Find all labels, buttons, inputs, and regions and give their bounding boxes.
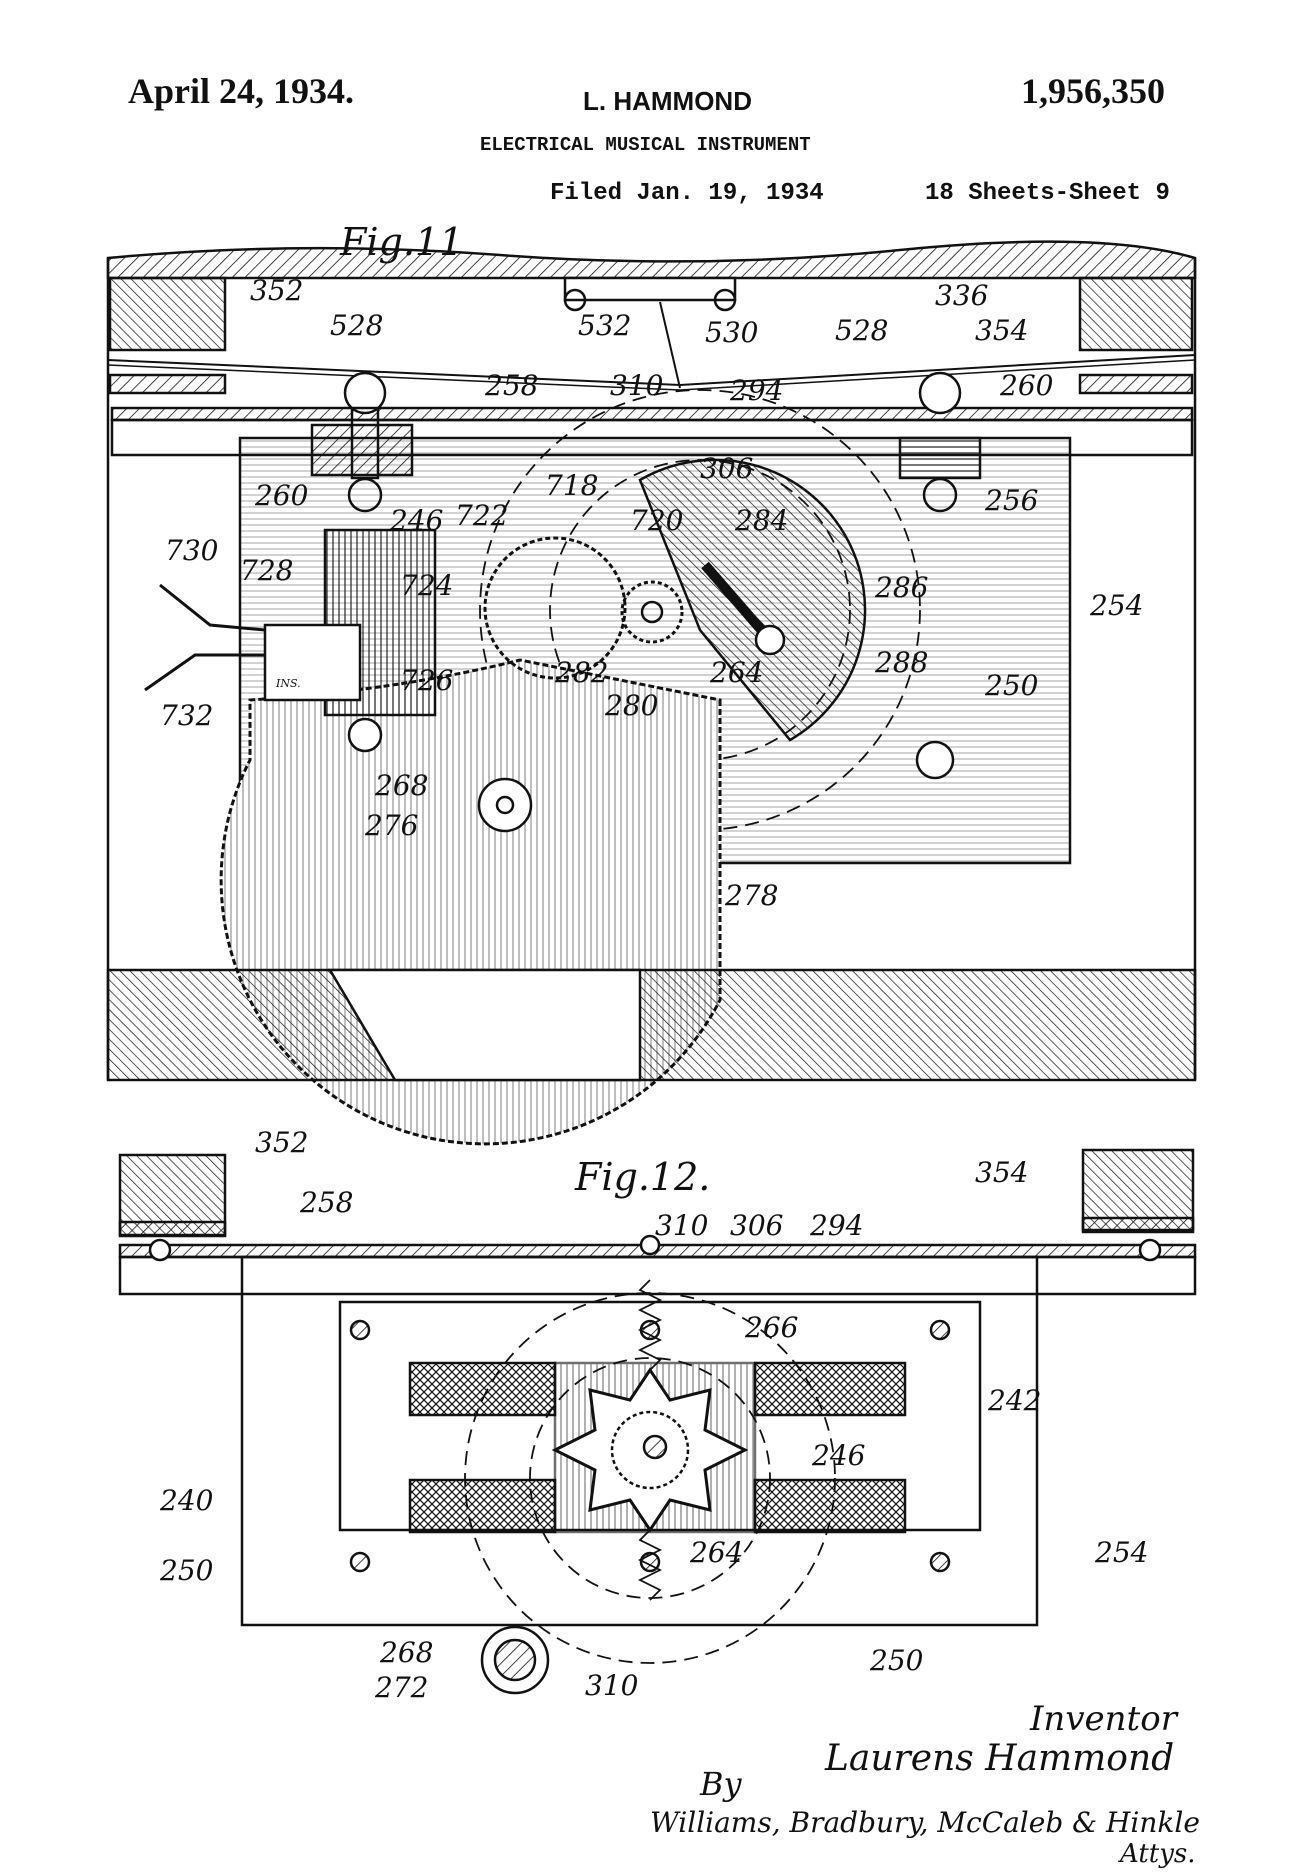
fig12-label: Fig.12.	[574, 1155, 710, 1199]
ref-250: 250	[984, 669, 1038, 702]
ref-250a-f12: 250	[159, 1554, 213, 1587]
ref-264: 264	[709, 656, 763, 689]
ref-268-f12: 268	[379, 1636, 433, 1669]
ref-254: 254	[1089, 589, 1143, 622]
ref-354: 354	[975, 314, 1028, 347]
ref-260a: 260	[254, 479, 308, 512]
ref-306: 306	[700, 452, 753, 485]
by-label: By	[699, 1765, 743, 1803]
plate-258	[112, 408, 1192, 420]
ref-728: 728	[240, 554, 293, 587]
ref-310b-f12: 310	[585, 1669, 638, 1702]
magnet-bl	[410, 1480, 555, 1532]
ref-264-f12: 264	[689, 1536, 743, 1569]
ref-532: 532	[578, 309, 631, 342]
magnet-tl	[410, 1363, 555, 1415]
inventor-signature: Laurens Hammond	[824, 1738, 1174, 1779]
ref-242-f12: 242	[987, 1384, 1041, 1417]
ref-276: 276	[364, 809, 418, 842]
ref-286: 286	[874, 571, 928, 604]
ref-280: 280	[604, 689, 658, 722]
ref-354-f12: 354	[975, 1156, 1028, 1189]
top-frame	[108, 242, 1195, 278]
ref-336: 336	[935, 279, 988, 312]
nut-250	[917, 742, 953, 778]
ref-250b-f12: 250	[869, 1644, 923, 1677]
ref-732: 732	[160, 699, 213, 732]
ins-label: INS.	[275, 677, 301, 690]
insulator-532	[565, 278, 735, 300]
ref-528: 528	[330, 309, 383, 342]
ref-258: 258	[484, 369, 538, 402]
ref-352-f12: 352	[255, 1126, 308, 1159]
ref-256: 256	[984, 484, 1038, 517]
ref-254-f12: 254	[1094, 1536, 1148, 1569]
magnet-br	[755, 1480, 905, 1532]
ref-282: 282	[554, 656, 608, 689]
shaft-268	[479, 779, 531, 831]
ref-268: 268	[374, 769, 428, 802]
block-354	[1080, 278, 1192, 350]
signature-block: Inventor Laurens Hammond By Williams, Br…	[650, 1699, 1200, 1869]
ref-284: 284	[734, 504, 788, 537]
fig11-label: Fig.11	[339, 220, 463, 264]
ref-288: 288	[874, 646, 928, 679]
base	[108, 970, 1195, 1080]
ref-720: 720	[630, 504, 683, 537]
ref-724: 724	[400, 569, 453, 602]
ref-730: 730	[165, 534, 218, 567]
ref-306-f12: 306	[730, 1209, 783, 1242]
ref-246: 246	[389, 504, 443, 537]
ref-528b: 528	[835, 314, 888, 347]
ref-266-f12: 266	[744, 1311, 798, 1344]
ref-310a-f12: 310	[655, 1209, 708, 1242]
ref-722: 722	[455, 499, 508, 532]
ref-310: 310	[610, 369, 663, 402]
ref-246-f12: 246	[811, 1439, 865, 1472]
attorneys-signature: Williams, Bradbury, McCaleb & Hinkle	[650, 1806, 1200, 1839]
ref-260b: 260	[999, 369, 1053, 402]
ref-258-f12: 258	[299, 1186, 353, 1219]
ref-352: 352	[250, 274, 303, 307]
ref-240-f12: 240	[159, 1484, 213, 1517]
ref-530: 530	[705, 316, 758, 349]
ref-272-f12: 272	[374, 1671, 428, 1704]
ref-294: 294	[729, 374, 783, 407]
attys-label: Attys.	[1118, 1839, 1196, 1869]
magnet-tr	[755, 1363, 905, 1415]
ref-718: 718	[545, 469, 598, 502]
ref-294-f12: 294	[809, 1209, 863, 1242]
inventor-label: Inventor	[1029, 1699, 1179, 1739]
block-352	[110, 278, 225, 350]
ref-726: 726	[400, 664, 453, 697]
ref-278: 278	[724, 879, 778, 912]
